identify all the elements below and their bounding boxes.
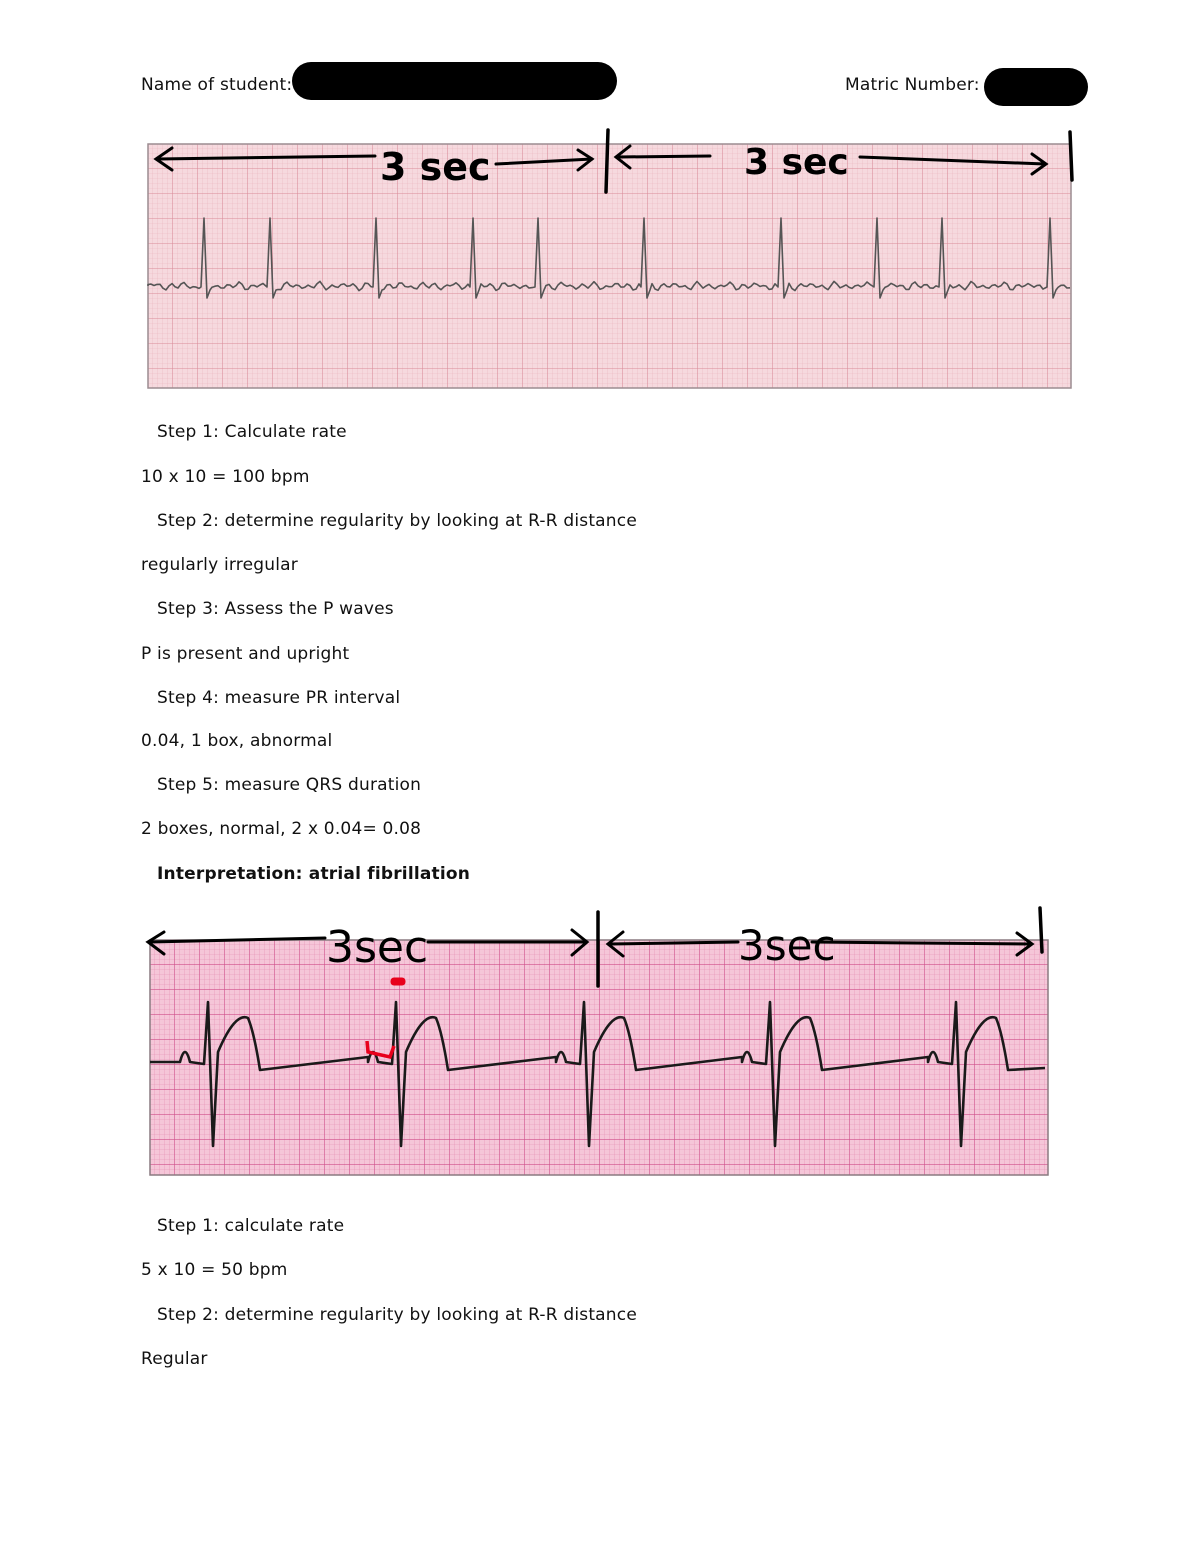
s1-answer2: regularly irregular xyxy=(141,555,298,575)
annotation-3sec-left: 3sec xyxy=(326,922,428,973)
ecg-strip-2: 3sec 3sec xyxy=(145,906,1049,1176)
time-annotations-1 xyxy=(153,128,1074,194)
ecg-trace-1 xyxy=(147,217,1071,299)
s2-answer1: 5 x 10 = 50 bpm xyxy=(141,1260,288,1280)
ecg-strip-1: 3 sec 3 sec xyxy=(147,128,1074,389)
s2-answer2: Regular xyxy=(141,1349,208,1369)
s1-step5: Step 5: measure QRS duration xyxy=(157,775,422,795)
redacted-student-name xyxy=(292,62,617,100)
s1-answer5: 2 boxes, normal, 2 x 0.04= 0.08 xyxy=(141,819,422,839)
s1-answer1: 10 x 10 = 100 bpm xyxy=(141,467,310,487)
s1-step3: Step 3: Assess the P waves xyxy=(157,599,394,619)
matric-number-label: Matric Number: xyxy=(845,75,980,95)
red-marks xyxy=(365,977,406,1060)
s2-step1: Step 1: calculate rate xyxy=(157,1216,345,1236)
ecg-trace-2 xyxy=(150,1000,1046,1148)
annotation-3sec-right: 3 sec xyxy=(744,142,849,183)
s1-step1: Step 1: Calculate rate xyxy=(157,422,347,442)
student-name-label: Name of student: xyxy=(141,75,293,95)
s1-answer4: 0.04, 1 box, abnormal xyxy=(141,731,333,751)
s1-step2: Step 2: determine regularity by looking … xyxy=(157,511,637,531)
s1-step4: Step 4: measure PR interval xyxy=(157,688,401,708)
s1-interpretation: Interpretation: atrial fibrillation xyxy=(157,864,471,884)
annotation-3sec-left: 3 sec xyxy=(380,145,491,189)
redacted-matric-number xyxy=(984,68,1088,106)
s2-step2: Step 2: determine regularity by looking … xyxy=(157,1305,637,1325)
s1-answer3: P is present and upright xyxy=(141,644,350,664)
time-annotations-2 xyxy=(145,906,1044,988)
annotation-3sec-right: 3sec xyxy=(738,921,836,970)
